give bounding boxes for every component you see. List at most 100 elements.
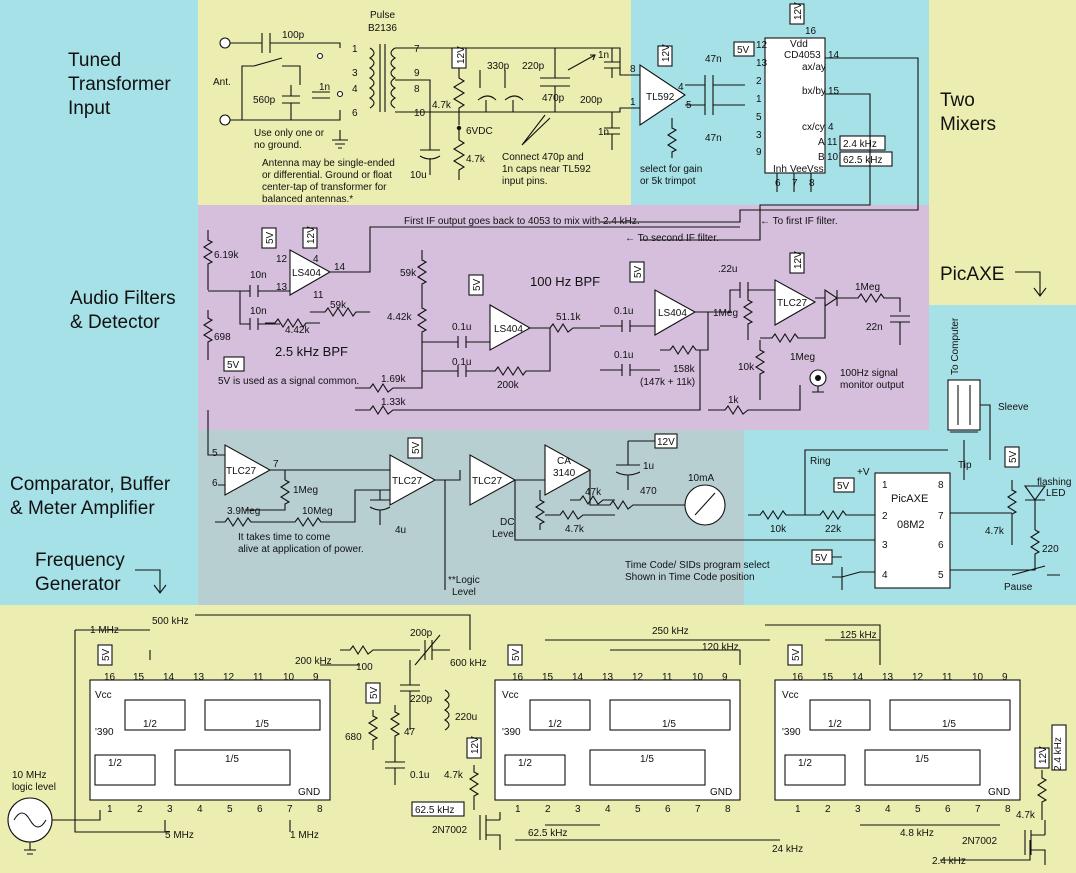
m-pin11: 11 [827,137,838,148]
ls404-a [289,249,332,296]
r511k-label: 51.1k [556,312,581,323]
ic2-pt15: 15 [542,672,554,683]
r10k-audio-label: 10k [738,362,755,373]
freq-2-4k-vert-box [1051,724,1067,771]
m-bot-8: 8 [809,178,815,189]
px-pin5: 5 [938,570,944,581]
cap-10u [419,130,441,175]
logic-level-1: **Logic [448,575,480,586]
cap-1n-input [312,91,330,99]
ic2-pt13: 13 [602,672,614,683]
v5-mixer [733,41,755,57]
r-4-7k-freq [468,765,480,810]
v5-freq-label: 5V [369,686,380,699]
ic1-pt11: 11 [253,672,264,683]
c1n-top-label: 1n [598,50,609,61]
freq-2-4k-box [839,135,886,151]
m-bot-vee: Vee [790,164,808,175]
c10n-a-label: 10n [250,270,267,281]
ic3-fifth-a: 1/5 [942,719,956,730]
tx-centertap [395,79,431,130]
tp10: 10 [414,108,426,119]
r442k-b-label: 4.42k [387,312,412,323]
r-470 [589,470,685,511]
r-1meg-c [760,302,826,344]
ic3-fifth-b: 1/5 [915,754,929,765]
ic2-pt9: 9 [722,672,728,683]
r-1meg-a [742,290,754,340]
ic2-gnd: GND [710,787,732,798]
pause-switch [1011,565,1060,576]
f-125k-label: 125 kHz [840,630,877,641]
sleeve-label: Sleeve [998,402,1029,413]
tlc27-comp-c [469,454,517,506]
r47k-freq-b-label: 4.7k [1016,810,1036,821]
note-antenna-1: Antenna may be single-ended [262,158,395,169]
r-47k-top [452,68,466,125]
ant-label: Ant. [213,77,231,88]
f-2-4k-label: 2.4 kHz [843,139,877,150]
ls404-a-label: LS404 [292,268,321,279]
r680-label: 680 [345,732,362,743]
ic1-pb1: 1 [107,804,113,815]
tl592-gain-res [666,118,678,158]
ic3-wires [765,624,1031,861]
comp-pin7: 7 [273,459,279,470]
ic3-pb8: 8 [1005,804,1011,815]
ls404-c [654,289,697,336]
ic3-sub-c [784,754,846,786]
px-pin8: 8 [938,480,944,491]
cd4053-label: CD4053 [784,50,821,61]
note-alive-2: alive at application of power. [238,544,364,555]
v5-ls404a-label: 5V [265,231,276,244]
ic3-pb2: 2 [825,804,831,815]
ic1-fifth-b: 1/5 [225,754,239,765]
tl-pin1: 1 [630,97,636,108]
ic2-sub-b [609,699,731,731]
ls404-b [489,304,532,351]
ic1-pt12: 12 [223,672,235,683]
tl592-label: TL592 [646,92,675,103]
v5-ic2-label: 5V [511,648,522,661]
note-gain-2: or 5k trimpot [640,176,696,187]
plus-v-label: +V [857,467,870,478]
v5-ic1-label: 5V [101,648,112,661]
c1n-bot-label: 1n [598,127,609,138]
r47-label: 47 [404,727,416,738]
meter [684,484,726,526]
c100p-label: 100p [282,30,305,41]
r442k-a-label: 4.42k [285,325,310,336]
note-common: 5V is used as a signal common. [218,376,359,387]
note-connect-1: Connect 470p and [502,152,584,163]
cap-470p [540,48,570,112]
m-bot-6: 6 [775,178,781,189]
led-2: LED [1046,488,1065,499]
note-ground-1: Use only one or [254,128,325,139]
ic3-pt15: 15 [822,672,834,683]
v5-picaxe-label: 5V [837,481,850,492]
r470-label: 470 [640,486,657,497]
v12-freq-b [1034,747,1050,769]
tlc27-comp-a-label: TLC27 [226,466,256,477]
ic2-pt10: 10 [692,672,704,683]
ic1-pt13: 13 [193,672,205,683]
ic390-1 [89,679,331,801]
pulse-label: Pulse [370,10,395,21]
cap-1n-bot [604,112,620,150]
r1meg-b-label: 1Meg [855,282,880,293]
ic2-pb6: 6 [665,804,671,815]
c220p-label: 220p [522,61,545,72]
heading-tuned-2: Transformer [68,74,171,95]
r-10k-audio [754,340,766,400]
osc-1: 10 MHz [12,770,46,781]
cap-560p [282,85,300,120]
tp3: 3 [352,68,358,79]
cap-220p [504,70,524,112]
heading-comp-2: & Meter Amplifier [10,498,155,519]
v6dc-label: 6VDC [466,126,493,137]
r-59k-b [416,250,428,300]
c01u-freq-label: 0.1u [410,770,429,781]
ic1-pb5: 5 [227,804,233,815]
ic3-half-a: 1/2 [828,719,842,730]
heading-mixers-1: Two [940,90,975,111]
